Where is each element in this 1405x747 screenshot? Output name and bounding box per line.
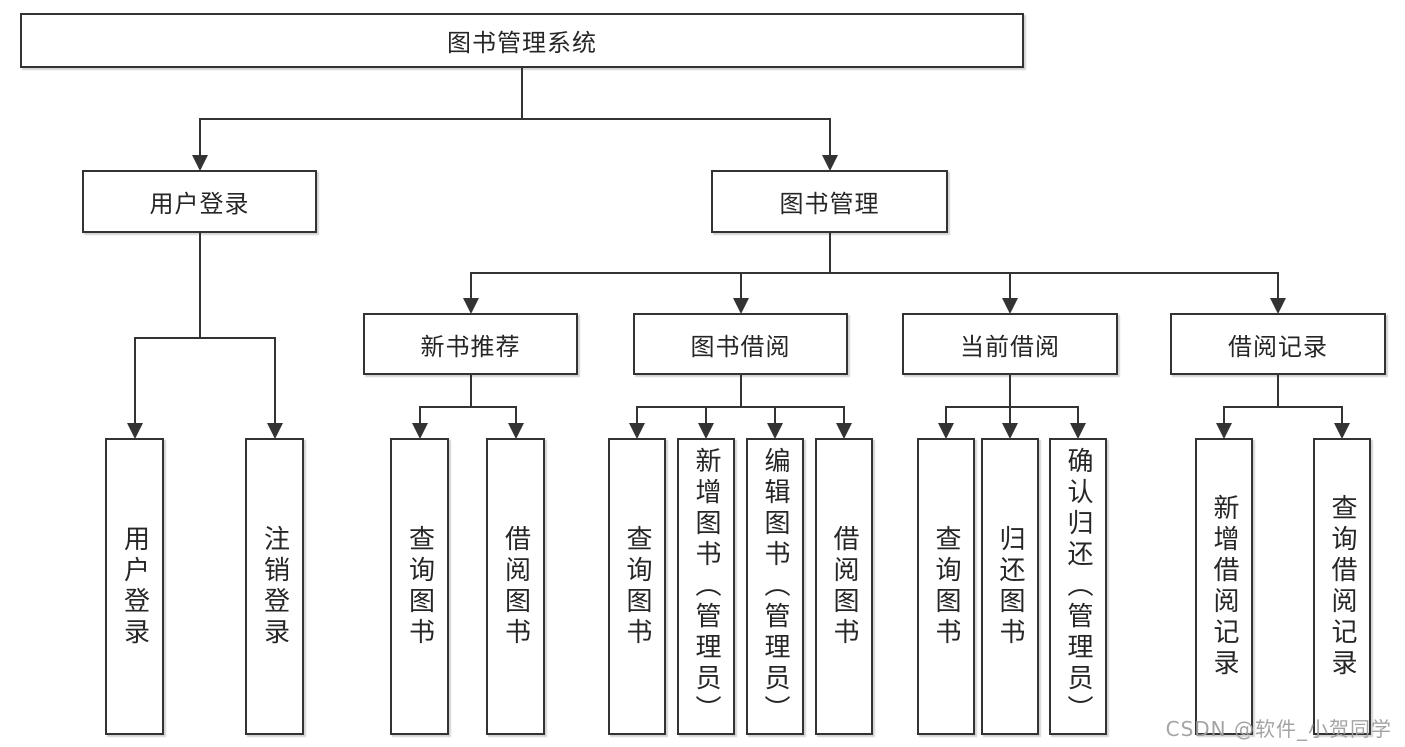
node-nb-query: 查询图书 (390, 438, 449, 735)
node-root: 图书管理系统 (20, 13, 1024, 68)
node-rec-add: 新增借阅记录 (1195, 438, 1253, 735)
connector-segment (133, 337, 136, 423)
arrow-down-icon (1270, 298, 1286, 314)
connector-segment (843, 406, 845, 423)
arrow-down-icon (629, 423, 645, 439)
node-cur-confirm: 确认归还（管理员） (1049, 438, 1107, 735)
arrow-down-icon (266, 423, 283, 439)
connector-segment (739, 272, 742, 298)
connector-segment (945, 406, 947, 423)
connector-segment (1009, 406, 1011, 423)
node-borrow-records: 借阅记录 (1170, 313, 1386, 375)
node-new-book-recommend: 新书推荐 (363, 313, 578, 375)
arrow-down-icon (767, 423, 783, 439)
connector-segment (636, 406, 845, 408)
connector-segment (1009, 272, 1011, 298)
connector-segment (828, 233, 831, 274)
node-book-mgmt: 图书管理 (711, 170, 948, 233)
connector-segment (273, 337, 276, 423)
watermark: CSDN @软件_小贺同学 (1165, 717, 1392, 741)
node-rec-query: 查询借阅记录 (1313, 438, 1371, 735)
connector-segment (469, 272, 1279, 274)
arrow-down-icon (411, 423, 428, 439)
arrow-down-icon (1070, 423, 1086, 439)
arrow-down-icon (191, 155, 208, 171)
connector-segment (198, 233, 201, 339)
node-bw-borrow: 借阅图书 (815, 438, 873, 735)
connector-segment (636, 406, 638, 423)
node-bw-query: 查询图书 (608, 438, 666, 735)
node-cur-query: 查询图书 (917, 438, 975, 735)
connector-segment (1223, 406, 1225, 423)
connector-segment (1277, 375, 1279, 408)
arrow-down-icon (1002, 423, 1018, 439)
node-user-login: 用户登录 (82, 170, 317, 233)
connector-segment (469, 375, 472, 408)
connector-segment (774, 406, 776, 423)
connector-segment (418, 406, 421, 423)
arrow-down-icon (507, 423, 524, 439)
arrow-down-icon (821, 155, 838, 171)
connector-segment (1009, 375, 1011, 408)
connector-segment (133, 337, 276, 339)
node-login-user: 用户登录 (105, 438, 164, 735)
arrow-down-icon (1002, 298, 1018, 314)
node-nb-borrow: 借阅图书 (486, 438, 545, 735)
connector-segment (705, 406, 707, 423)
connector-segment (418, 406, 517, 408)
node-current-borrow: 当前借阅 (902, 313, 1118, 375)
connector-segment (1277, 272, 1279, 298)
arrow-down-icon (1216, 423, 1232, 439)
connector-segment (828, 118, 831, 155)
node-login-logout: 注销登录 (245, 438, 304, 735)
node-bw-add: 新增图书（管理员） (677, 438, 735, 735)
connector-segment (521, 68, 523, 120)
arrow-down-icon (732, 298, 749, 314)
connector-segment (1341, 406, 1343, 423)
connector-segment (514, 406, 517, 423)
arrow-down-icon (836, 423, 852, 439)
connector-segment (739, 375, 742, 408)
connector-segment (945, 406, 1079, 408)
arrow-down-icon (462, 298, 479, 314)
arrow-down-icon (698, 423, 714, 439)
node-cur-return: 归还图书 (981, 438, 1039, 735)
connector-segment (469, 272, 472, 298)
connector-segment (198, 118, 201, 155)
node-book-borrow: 图书借阅 (633, 313, 848, 375)
connector-segment (1223, 406, 1343, 408)
node-bw-edit: 编辑图书（管理员） (746, 438, 804, 735)
connector-segment (1077, 406, 1079, 423)
arrow-down-icon (938, 423, 954, 439)
connector-segment (198, 118, 831, 120)
arrow-down-icon (126, 423, 143, 439)
arrow-down-icon (1334, 423, 1350, 439)
